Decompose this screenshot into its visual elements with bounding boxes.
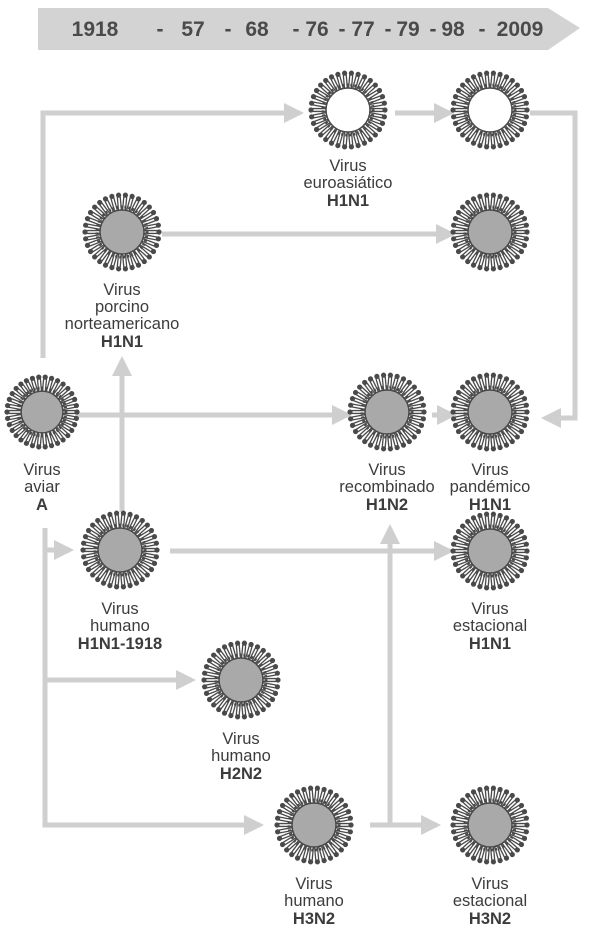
timeline-year: 77 xyxy=(351,18,374,41)
virus-label-line: Virus xyxy=(101,600,138,618)
virus-pandemico xyxy=(450,373,529,452)
virus-subtype: H2N2 xyxy=(220,765,262,783)
virus-core xyxy=(100,210,144,254)
virus-label-line: euroasiático xyxy=(304,174,393,192)
virus-label-line: aviar xyxy=(24,478,60,496)
virus-label-line: norteamericano xyxy=(65,315,180,333)
virus-humano-h2n2 xyxy=(201,641,280,720)
virus-subtype: H1N1 xyxy=(101,333,143,351)
virus-label-line: estacional xyxy=(453,892,527,910)
virus-subtype: H3N2 xyxy=(293,910,335,928)
virus-recombinado xyxy=(347,373,426,452)
virus-core xyxy=(468,390,512,434)
virus-label-line: Virus xyxy=(471,875,508,893)
virus-core xyxy=(326,88,370,132)
virus-subtype: H1N1 xyxy=(469,496,511,514)
virus-core xyxy=(468,210,512,254)
virus-subtype: H3N2 xyxy=(469,910,511,928)
timeline-separator: - xyxy=(430,18,437,41)
virus-porcino xyxy=(82,193,161,272)
virus-label-line: Virus xyxy=(471,600,508,618)
virus-subtype: H1N1 xyxy=(469,635,511,653)
virus-core xyxy=(468,803,512,847)
virus-label-line: Virus xyxy=(103,281,140,299)
timeline-separator: - xyxy=(293,18,300,41)
virus-euroasiatico-2 xyxy=(450,71,529,150)
timeline-separator: - xyxy=(157,18,164,41)
virus-nodes xyxy=(4,71,529,865)
virus-label-line: pandémico xyxy=(450,478,531,496)
virus-label-line: Virus xyxy=(471,461,508,479)
virus-label-line: Virus xyxy=(295,875,332,893)
timeline-year: 2009 xyxy=(497,18,544,41)
virus-label-line: Virus xyxy=(23,461,60,479)
virus-core xyxy=(219,658,263,702)
timeline-year: 79 xyxy=(396,18,419,41)
virus-estacional-h1n1 xyxy=(450,512,529,591)
virus-subtype: H1N1 xyxy=(327,192,369,210)
virus-core xyxy=(292,803,336,847)
virus-subtype: H1N2 xyxy=(366,496,408,514)
timeline-year: 98 xyxy=(441,18,465,41)
timeline-separator: - xyxy=(339,18,346,41)
virus-label-line: recombinado xyxy=(339,478,434,496)
virus-euroasiatico xyxy=(308,71,387,150)
timeline-year: 68 xyxy=(245,18,269,41)
timeline: 1918-57-68-76-77-79-98-2009 xyxy=(38,8,580,50)
virus-humano-1918 xyxy=(80,511,159,590)
virus-label-line: estacional xyxy=(453,617,527,635)
timeline-year: 1918 xyxy=(72,18,119,41)
virus-core xyxy=(21,391,63,433)
virus-core xyxy=(98,528,142,572)
virus-label-line: Virus xyxy=(368,461,405,479)
virus-aviar xyxy=(4,375,79,450)
virus-subtype: A xyxy=(36,496,48,514)
timeline-separator: - xyxy=(225,18,232,41)
virus-core xyxy=(468,529,512,573)
virus-label-line: Virus xyxy=(329,157,366,175)
timeline-year: 76 xyxy=(305,18,328,41)
virus-label-line: Virus xyxy=(222,730,259,748)
timeline-separator: - xyxy=(385,18,392,41)
virus-estacional-h3n2 xyxy=(450,786,529,865)
virus-label-line: humano xyxy=(211,747,271,765)
virus-label-line: humano xyxy=(284,892,344,910)
virus-humano-h3n2 xyxy=(274,786,353,865)
timeline-year: 57 xyxy=(181,18,204,41)
timeline-separator: - xyxy=(479,18,486,41)
virus-label-line: humano xyxy=(90,617,150,635)
virus-core xyxy=(365,390,409,434)
virus-subtype: H1N1-1918 xyxy=(78,635,162,653)
virus-label-line: porcino xyxy=(95,298,149,316)
virus-porcino-2 xyxy=(450,193,529,272)
arrow-euroasiatico-to-pandemico xyxy=(530,113,575,418)
virus-core xyxy=(468,88,512,132)
